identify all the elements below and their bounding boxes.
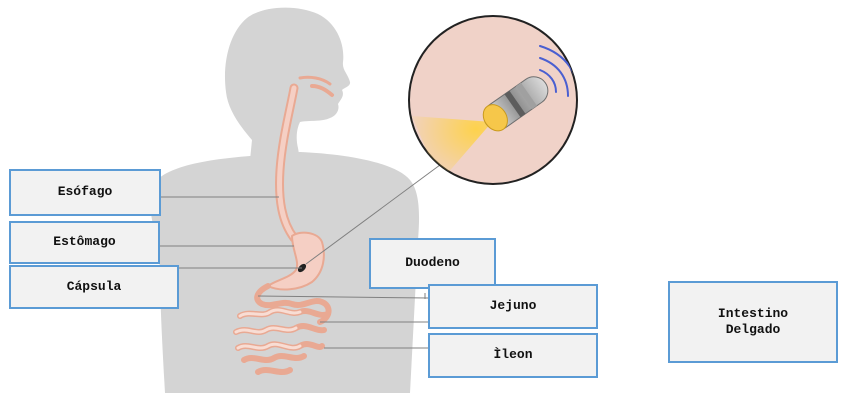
label-jejunum: Jejuno [428,284,598,329]
label-ileum: Ìleon [428,333,598,378]
label-small-intestine: Intestino Delgado [668,281,838,363]
label-stomach: Estômago [9,221,160,264]
label-duodenum: Duodeno [369,238,496,289]
label-esophagus: Esófago [9,169,161,216]
label-capsule: Cápsula [9,265,179,309]
capsule-inset [409,16,578,184]
